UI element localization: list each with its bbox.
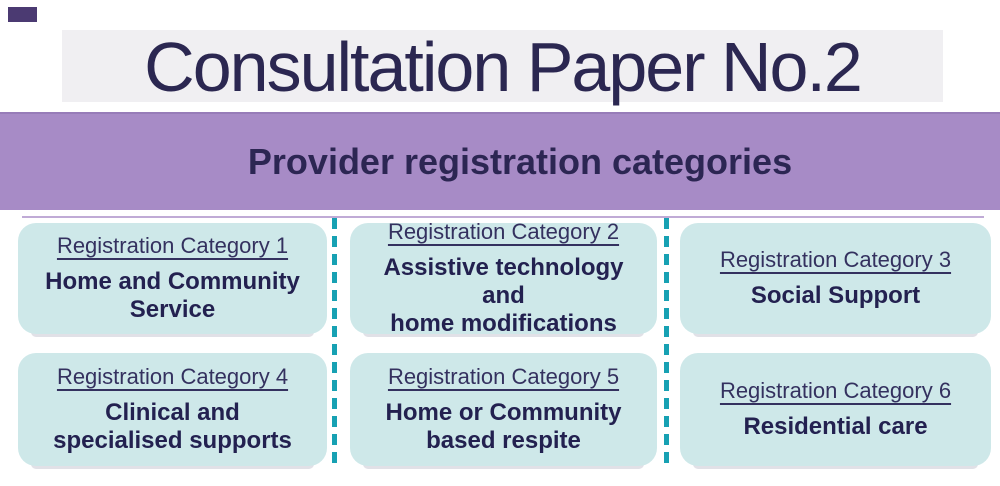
registration-category-4-body: Clinical and specialised supports [53,398,292,454]
registration-category-1-title: Registration Category 1 [56,232,289,258]
registration-category-4-title: Registration Category 4 [56,363,289,389]
registration-category-3-body: Social Support [750,281,921,309]
registration-category-2-title: Registration Category 2 [387,218,620,244]
registration-category-6-title: Registration Category 6 [719,377,952,403]
registration-category-6-card: Registration Category 6 Residential care [680,353,991,466]
title-band: Consultation Paper No.2 [62,30,943,102]
registration-category-6-body: Residential care [743,412,928,440]
registration-category-5-title: Registration Category 5 [387,363,620,389]
registration-category-1-card: Registration Category 1 Home and Communi… [18,223,327,334]
registration-category-2-card: Registration Category 2 Assistive techno… [350,219,657,337]
band-underline-rule [22,216,984,218]
registration-category-4-card: Registration Category 4 Clinical and spe… [18,353,327,466]
registration-category-3-title: Registration Category 3 [719,246,952,272]
registration-category-5-card: Registration Category 5 Home or Communit… [350,353,657,466]
purple-heading-band: Provider registration categories [0,112,1000,210]
page-title: Consultation Paper No.2 [144,28,863,106]
registration-category-5-body: Home or Community based respite [385,398,622,454]
registration-category-1-body: Home and Community Service [45,267,300,323]
registration-category-2-body: Assistive technology and home modificati… [383,253,624,338]
registration-category-3-card: Registration Category 3 Social Support [680,223,991,334]
column-divider-1 [332,218,337,468]
accent-square [8,7,37,22]
column-divider-2 [664,218,669,468]
band-heading: Provider registration categories [247,141,793,182]
